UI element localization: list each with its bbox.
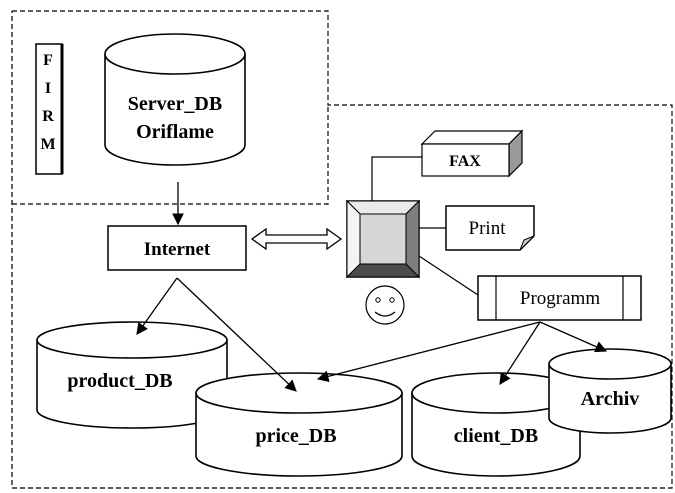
arrow-internet-to-price-db	[176, 277, 297, 392]
fax-label: FAX	[449, 153, 481, 170]
archiv-cylinder: Archiv	[548, 348, 672, 434]
arrow-internet-to-product-db	[136, 277, 178, 335]
print-label: Print	[469, 218, 507, 239]
smiley-face-icon	[365, 285, 405, 325]
fax-box: FAX	[420, 129, 524, 178]
product-db-label: product_DB	[67, 370, 172, 392]
internet-label: Internet	[144, 239, 211, 260]
firm-boundary	[11, 10, 673, 489]
firm-label-box: F I R M	[35, 43, 64, 175]
arrow-programm-to-archiv	[539, 321, 608, 353]
server-db-sublabel: Oriflame	[136, 121, 214, 143]
price-db-cylinder: price_DB	[195, 372, 403, 477]
connector-computer-fax	[371, 156, 422, 201]
archiv-label: Archiv	[581, 388, 640, 410]
firm-letter-m: M	[40, 136, 55, 153]
programm-box: Programm	[477, 275, 642, 321]
price-db-label: price_DB	[255, 425, 336, 447]
programm-label: Programm	[520, 288, 600, 309]
client-db-label: client_DB	[454, 425, 538, 447]
arrow-programm-to-price-db	[316, 321, 541, 383]
firm-letter-i: I	[45, 80, 51, 97]
internet-box: Internet	[107, 225, 247, 271]
firm-letter-r: R	[42, 108, 54, 125]
arrow-programm-to-client-db	[499, 321, 541, 385]
connector-computer-programm	[418, 255, 479, 296]
server-zone-boundary	[12, 105, 329, 205]
print-box: Print	[445, 205, 535, 251]
client-db-cylinder: client_DB	[411, 372, 581, 477]
server-db-cylinder: Server_DB Oriflame	[104, 33, 246, 166]
double-arrow-icon	[250, 227, 343, 251]
computer-icon	[345, 199, 421, 279]
product-db-cylinder: product_DB	[36, 321, 228, 429]
server-db-label: Server_DB	[128, 93, 222, 115]
firm-letter-f: F	[43, 52, 53, 69]
